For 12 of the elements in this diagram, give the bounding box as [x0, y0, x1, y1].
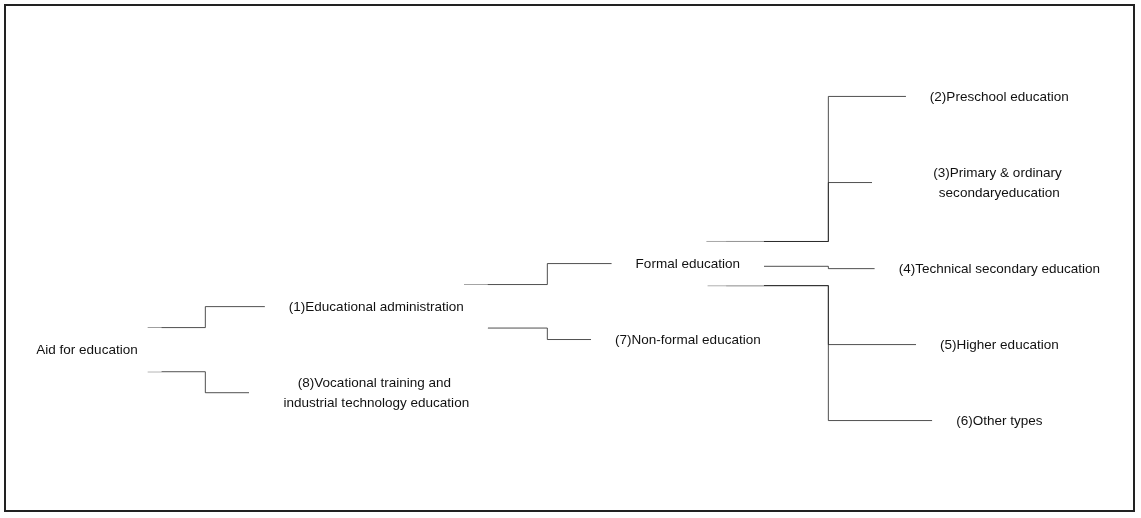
node-text: (8)Vocational training and industrial technology education [283, 374, 470, 410]
node-text: (3)Primary & ordinary secondaryeducation [933, 164, 1062, 200]
node-text: (2)Preschool education [929, 88, 1069, 104]
node-text: (5)Higher education [939, 336, 1059, 352]
node-text: (7)Non-formal education [614, 331, 761, 347]
connector [763, 265, 876, 269]
connector [487, 327, 592, 340]
diagram-frame: Aid for education (1)Educational administration Formal education (2)Preschool education (3)Primary & ordinary secondaryeducation (4)Technical secondary education (5)Higher education (6)Other types (7)Non-formal education (8)Vocational training and industrial technology education [4, 4, 1135, 512]
node-text: Aid for education [36, 341, 138, 357]
node-text: (1)Educational administration [288, 298, 464, 314]
node-text: (4)Technical secondary education [898, 260, 1101, 276]
node-text: (6)Other types [956, 412, 1043, 428]
